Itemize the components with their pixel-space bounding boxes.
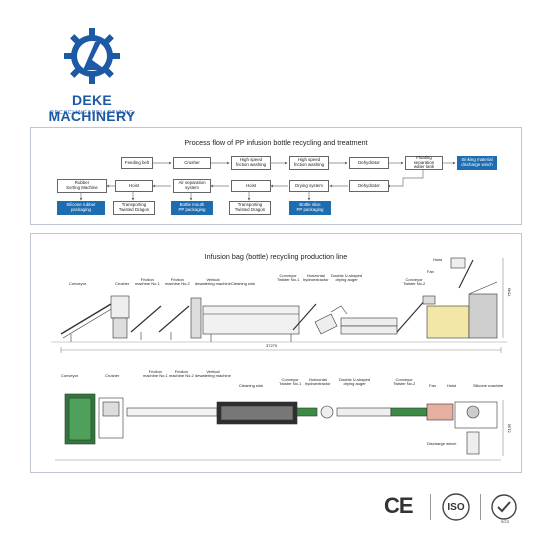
plan-label-crusher: Crusher (105, 373, 120, 378)
label-crusher: Crusher (115, 281, 130, 286)
plan-label-twister-1: Conveyor Twister No.1 (279, 377, 302, 387)
dim-width-label: 5100 (506, 423, 512, 433)
brand-name: DEKE MACHINERY (48, 92, 136, 124)
ce-mark-text: CE (384, 493, 414, 518)
plan-label-silicone-machine: Silicone machine (473, 383, 504, 388)
step-bottle-slice-packaging: Bottle slice PP packaging (289, 201, 331, 215)
plan-view-drawing (55, 393, 504, 461)
plan-label-hydroextractor: Horizontal hydroextractor (305, 377, 331, 387)
plan-label-vertical-dewatering: Vertical dewatering machine (195, 369, 231, 379)
step-dehydrator-2: Dehydrator (349, 180, 389, 192)
label-friction-1: Friction machine No.1 (135, 277, 160, 287)
plan-label-conveyor: Conveyor (61, 373, 79, 378)
step-twisted-dragon-1: Transporting Twisted Dragon (113, 201, 155, 215)
plan-label-friction-2: Friction machine No.2 (169, 369, 194, 379)
label-twister-2: Conveyor Twister No.2 (403, 277, 426, 287)
plan-label-discharge-winch: Discharge winch (427, 441, 457, 446)
label-drying-auger: Double U-shaped drying auger (331, 273, 363, 283)
iso-mark-text: ISO (447, 502, 465, 513)
ce-mark-icon: CE (384, 493, 414, 519)
step-bottle-mouth-packaging: Bottle mouth PP packaging (171, 201, 213, 215)
process-flow-title: Process flow of PP infusion bottle recyc… (184, 138, 368, 147)
label-hydroextractor: Horizontal hydroextractor (303, 273, 329, 283)
step-friction-washing-2: High speed friction washing (289, 156, 329, 170)
step-twisted-dragon-2: Transporting Twisted Dragon (229, 201, 271, 215)
step-air-separation: Air separation system (173, 179, 211, 193)
step-sinking-discharge: Sinking material discharge winch (457, 156, 497, 170)
step-floating-separation: Floating separation water tank (405, 155, 443, 170)
step-hoist-2: Hoist (231, 180, 271, 192)
plan-label-fan: Fan (429, 383, 436, 388)
label-twister-1: Conveyor Twister No.1 (277, 273, 300, 283)
process-flow-panel: Process flow of PP infusion bottle recyc… (30, 127, 522, 225)
deke-gear-logo-icon (64, 28, 120, 84)
label-cleaning-sink: Cleaning sink (231, 281, 256, 286)
label-fan: Fan (427, 269, 434, 274)
plan-label-cleaning-sink: Cleaning sink (239, 383, 264, 388)
step-rubber-sorting: Rubber Sorting Machine (57, 179, 107, 193)
cert-divider-2 (480, 494, 481, 520)
process-flow-arrows (79, 161, 456, 201)
plan-label-hoist: Hoist (447, 383, 457, 388)
plan-label-drying-auger: Double U-shaped drying auger (339, 377, 371, 387)
label-friction-2: Friction machine No.2 (165, 277, 190, 287)
step-dehydrator-1: Dehydrator (349, 157, 389, 169)
label-conveyor: Conveyor (69, 281, 87, 286)
label-vertical-dewatering: Vertical dewatering machine (195, 277, 231, 287)
step-feeding-belt: Feeding belt (121, 157, 153, 169)
brand-tagline: RECYCLING&PELLETIZING (50, 110, 134, 116)
step-silicone-packaging: Silicone rubber packaging (57, 201, 105, 215)
plan-label-twister-2: Conveyor Twister No.2 (393, 377, 416, 387)
sgs-mark-text: SGS (500, 519, 510, 524)
step-hoist-1: Hoist (115, 180, 153, 192)
production-line-title: Infusion bag (bottle) recycling producti… (204, 252, 348, 261)
label-hoist: Hoist (433, 257, 443, 262)
production-line-panel: Infusion bag (bottle) recycling producti… (30, 233, 522, 473)
side-elevation-drawing (51, 257, 507, 353)
sgs-mark-icon (491, 494, 517, 520)
plan-label-friction-1: Friction machine No.1 (143, 369, 168, 379)
iso-mark-icon (442, 493, 470, 521)
step-crusher: Crusher (173, 157, 211, 169)
cert-divider-1 (430, 494, 431, 520)
step-friction-washing-1: High speed friction washing (231, 156, 271, 170)
dim-length-label: 37270 (266, 343, 278, 348)
step-drying-system: Drying system (289, 180, 329, 192)
